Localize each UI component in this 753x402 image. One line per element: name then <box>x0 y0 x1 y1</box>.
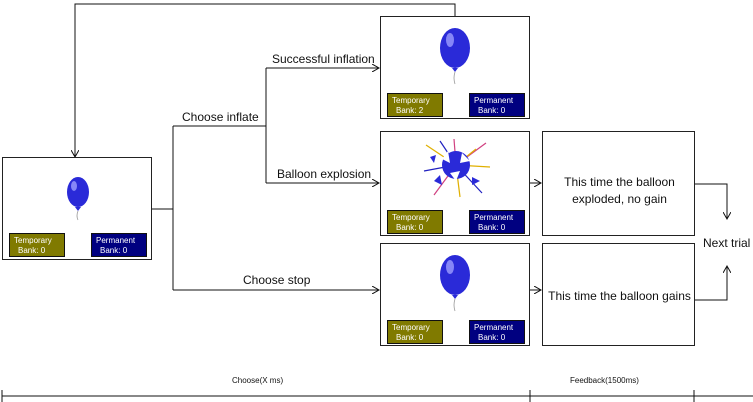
start-panel: Temporary Bank: 0 Permanent Bank: 0 <box>2 157 152 260</box>
successful-inflation-label: Successful inflation <box>272 52 375 66</box>
temporary-bank-value-line: Bank: 0 <box>18 246 46 255</box>
feedback-gains-panel: This time the balloon gains <box>542 243 695 346</box>
permanent-bank-label: Permanent <box>474 96 514 105</box>
balloon-explosion-label: Balloon explosion <box>277 167 372 181</box>
temporary-bank-value: 0 <box>418 223 424 232</box>
permanent-bank-value-line: Bank: 0 <box>478 106 506 115</box>
temporary-bank-value-line: Bank: 0 <box>396 223 424 232</box>
choose-stop-label: Choose stop <box>243 273 311 287</box>
timeline-choose-label: Choose(X ms) <box>232 376 284 385</box>
exploded-to-next-arrow <box>695 183 727 219</box>
permanent-bank-box: Permanent Bank: 0 <box>469 93 525 117</box>
inflate-panel: Temporary Bank: 2 Permanent Bank: 0 <box>380 16 530 119</box>
temporary-bank-box: Temporary Bank: 2 <box>387 93 443 117</box>
permanent-bank-value: 0 <box>122 246 128 255</box>
permanent-bank-box: Permanent Bank: 0 <box>469 210 525 234</box>
explosion-panel: Temporary Bank: 0 Permanent Bank: 0 <box>380 131 530 236</box>
feedback-exploded-text: This time the balloon exploded, no gain <box>564 175 675 206</box>
temporary-bank-label: Temporary <box>392 213 430 222</box>
timeline-feedback-label: Feedback(1500ms) <box>570 376 639 385</box>
permanent-bank-box: Permanent Bank: 0 <box>91 233 147 257</box>
exploding-balloon-icon <box>423 138 491 198</box>
loop-back-arrow <box>75 3 456 157</box>
feedback-exploded-panel: This time the balloon exploded, no gain <box>542 131 695 236</box>
gains-to-next-arrow <box>695 266 727 301</box>
stop-panel: Temporary Bank: 0 Permanent Bank: 0 <box>380 243 530 346</box>
permanent-bank-box: Permanent Bank: 0 <box>469 320 525 344</box>
permanent-bank-label: Permanent <box>474 213 514 222</box>
temporary-bank-box: Temporary Bank: 0 <box>387 320 443 344</box>
balloon-icon <box>440 28 470 85</box>
temporary-bank-label: Temporary <box>14 236 52 245</box>
temporary-bank-box: Temporary Bank: 0 <box>9 233 65 257</box>
permanent-bank-value-line: Bank: 0 <box>100 246 128 255</box>
permanent-bank-value: 0 <box>500 106 506 115</box>
temporary-bank-value-line: Bank: 2 <box>396 106 424 115</box>
temporary-bank-value: 0 <box>40 246 46 255</box>
permanent-bank-label: Permanent <box>96 236 136 245</box>
balloon-icon <box>67 177 89 221</box>
permanent-bank-label: Permanent <box>474 323 514 332</box>
temporary-bank-value: 2 <box>418 106 424 115</box>
permanent-bank-value-line: Bank: 0 <box>478 333 506 342</box>
temporary-bank-box: Temporary Bank: 0 <box>387 210 443 234</box>
temporary-bank-label: Temporary <box>392 323 430 332</box>
permanent-bank-value: 0 <box>500 223 506 232</box>
temporary-bank-value: 0 <box>418 333 424 342</box>
permanent-bank-value-line: Bank: 0 <box>478 223 506 232</box>
temporary-bank-label: Temporary <box>392 96 430 105</box>
temporary-bank-value-line: Bank: 0 <box>396 333 424 342</box>
balloon-icon <box>440 255 470 312</box>
permanent-bank-value: 0 <box>500 333 506 342</box>
feedback-gains-text: This time the balloon gains <box>548 289 691 303</box>
next-trial-label: Next trial <box>703 236 751 250</box>
choose-inflate-label: Choose inflate <box>182 110 259 124</box>
